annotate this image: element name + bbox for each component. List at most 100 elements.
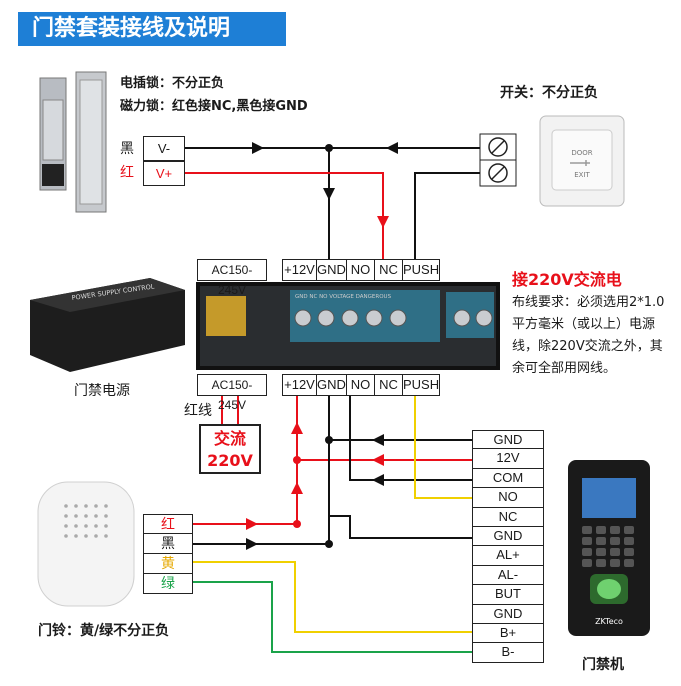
wire-bell-yellow [193,561,472,633]
ac-box-line2: 220V [207,451,253,470]
bell-wire-red: 红 [143,514,193,534]
power-bottom-push: PUSH [402,374,440,396]
keypad-key [582,559,592,567]
power-top-no: NO [346,259,374,281]
door-bell-label: 门铃：黄/绿不分正负 [38,623,170,639]
bell-wire-block: 红 黑 黄 绿 [143,514,193,594]
fingerprint-device-icon: ZKTeco [568,460,650,636]
bell-wire-black: 黑 [143,534,193,554]
speaker-hole [64,534,68,538]
speaker-hole [104,534,108,538]
keypad-key [610,548,620,556]
screw-icon [317,309,335,327]
controller-terminal: BUT [472,585,544,605]
keypad-key [610,537,620,545]
speaker-hole [104,514,108,518]
controller-terminal: GND [472,526,544,547]
power-bottom-nc: NC [374,374,402,396]
controller-terminal: GND [472,604,544,624]
screw-icon [294,309,312,327]
screw-icon [365,309,383,327]
lock-terminal-vplus: V+ [143,161,185,186]
keypad-key [582,548,592,556]
speaker-hole [74,504,78,508]
speaker-hole [104,524,108,528]
device-brand-text: ZKTeco [595,617,623,626]
power-top-nc: NC [374,259,402,281]
keypad-key [610,526,620,534]
power-top-gnd: GND [316,259,346,281]
keypad-key [596,548,606,556]
lock-note-2: 磁力锁：红色接NC,黑色接GND [120,99,308,114]
speaker-hole [94,524,98,528]
board-warning-text: GND NC NO VOLTAGE DANGEROUS [295,294,392,300]
keypad-key [624,526,634,534]
screw-icon [475,309,493,327]
switch-note: 开关：不分正负 [500,85,598,101]
ac-box-line1: 交流 [213,429,246,448]
bell-wire-green: 绿 [143,574,193,594]
wire-com [349,396,472,481]
power-bottom-gnd: GND [316,374,346,396]
ac-info-body: 布线要求：必须选用2*1.0平方毫米（或以上）电源线，除220V交流之外，其余可… [512,295,665,376]
power-top-strip: +12V GND NO NC PUSH [282,259,440,281]
exit-text: EXIT [574,171,590,179]
ac-220v-box: 交流 220V [199,424,261,474]
wire-push-yellow [414,396,472,499]
controller-terminal: B- [472,643,544,663]
speaker-hole [64,504,68,508]
keypad-key [624,559,634,567]
power-supply-icon: POWER SUPPLY CONTROL [30,278,185,372]
controller-terminal: 12V [472,449,544,469]
keypad-key [596,559,606,567]
power-bottom-12v: +12V [282,374,316,396]
keypad-key [624,537,634,545]
red-wire-label: 红线 [184,403,212,419]
controller-terminal: AL+ [472,546,544,566]
page-title: 门禁套装接线及说明 [18,12,286,46]
switch-terminal-block [479,133,517,187]
screw-icon [389,309,407,327]
speaker-hole [84,504,88,508]
speaker-hole [74,534,78,538]
screw-icon [341,309,359,327]
power-top-ac: AC150-245V [197,259,267,297]
keypad-key [596,537,606,545]
exit-button-icon: DOOR EXIT [539,115,625,207]
keypad-key [582,526,592,534]
power-supply-label: 门禁电源 [74,383,130,399]
lock-wire-black: 黑 [120,141,134,157]
speaker-hole [94,504,98,508]
bell-wire-yellow: 黄 [143,554,193,574]
keypad-key [624,548,634,556]
controller-terminal: B+ [472,623,544,644]
keypad-key [582,537,592,545]
controller-terminal: AL- [472,565,544,586]
speaker-hole [94,514,98,518]
keypad-key [596,526,606,534]
power-bottom-ac: AC150-245V [197,374,267,412]
lock-terminal-vminus: V- [143,136,185,161]
speaker-hole [94,534,98,538]
wire-switch-push [414,172,480,262]
electric-lock-icon [39,77,67,191]
speaker-hole [74,514,78,518]
power-bottom-strip: +12V GND NO NC PUSH [282,374,440,396]
speaker-hole [84,524,88,528]
power-board-screws [294,309,493,327]
magnetic-lock-icon [75,71,107,213]
power-bottom-no: NO [346,374,374,396]
wire-bell-green [193,581,472,653]
wire-lock-vplus [185,172,384,262]
power-top-12v: +12V [282,259,316,281]
controller-label: 门禁机 [582,657,624,673]
lock-note-1: 电插锁：不分正负 [120,76,225,91]
power-top-push: PUSH [402,259,440,281]
controller-terminal: COM [472,468,544,489]
door-bell-icon [37,481,135,607]
controller-terminal: NO [472,488,544,508]
speaker-hole [64,524,68,528]
door-text: DOOR [571,149,592,157]
speaker-hole [74,524,78,528]
